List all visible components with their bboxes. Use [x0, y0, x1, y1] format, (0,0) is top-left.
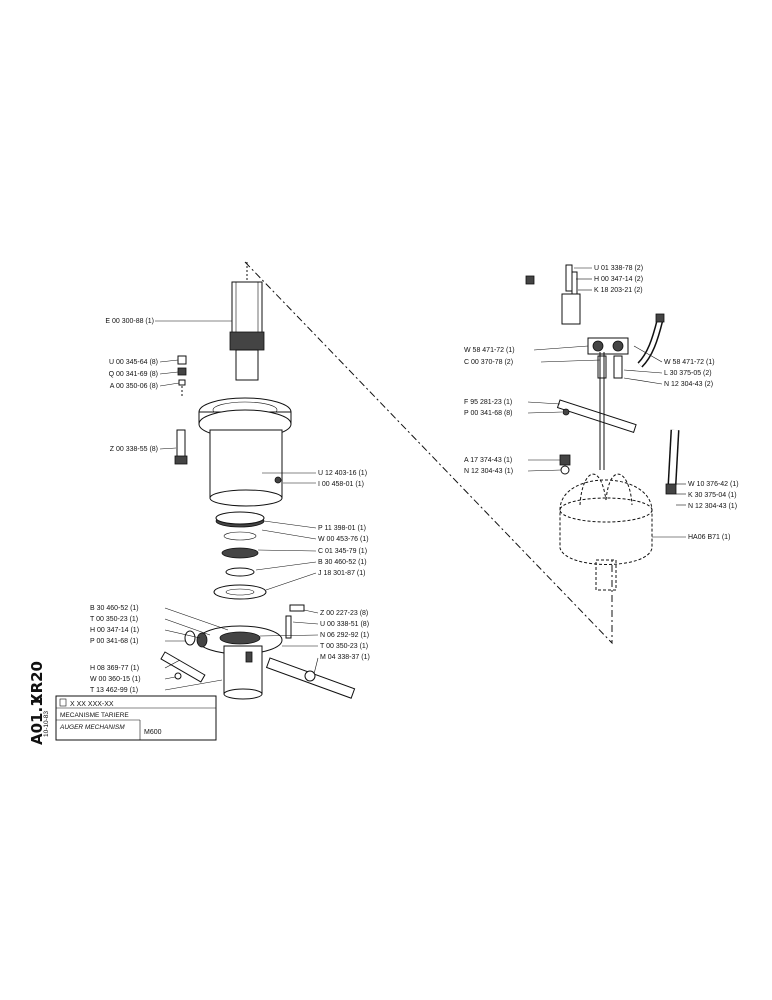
callout-label: W 58 471-72 (1): [464, 347, 515, 354]
callout-label: H 00 347-14 (2): [594, 276, 643, 283]
callout-label: U 00 345-64 (8): [109, 359, 158, 366]
page-reference: A01.1: [28, 696, 46, 745]
callout-label: W 58 471-72 (1): [664, 359, 715, 366]
right-leader-lines: [527, 267, 686, 538]
callout-label: C 01 345-79 (1): [318, 548, 367, 555]
callout-label: P 00 341-68 (8): [464, 410, 513, 417]
part-number: X XX XXX-XX: [70, 701, 114, 708]
callout-label: U 01 338-78 (2): [594, 265, 643, 272]
callout-label: Q 00 341-69 (8): [109, 371, 158, 378]
callout-label: J 18 301-87 (1): [318, 570, 365, 577]
callout-label: I 00 458-01 (1): [318, 481, 364, 488]
dash-dot-connection: [244, 261, 613, 645]
callout-label: W 10 376-42 (1): [688, 481, 739, 488]
left-leader-lines: [155, 320, 319, 691]
title-french: MECANISME TARIERE: [60, 712, 129, 719]
callout-label: H 08 369-77 (1): [90, 665, 139, 672]
title-english: AUGER MECHANISM: [59, 724, 125, 731]
callout-label: T 00 350-23 (1): [90, 616, 138, 623]
callout-label: U 00 338-51 (8): [320, 621, 369, 628]
callout-label: Z 00 227-23 (8): [320, 610, 368, 617]
machine-code: XR20: [28, 661, 46, 705]
auger-shaft-assembly: [160, 262, 356, 700]
callout-label: L 30 375-05 (2): [664, 370, 712, 377]
callout-label: U 12 403-16 (1): [318, 470, 367, 477]
callout-label: C 00 370-78 (2): [464, 359, 513, 366]
model-code: M600: [144, 729, 162, 736]
callout-label: T 00 350-23 (1): [320, 643, 368, 650]
callout-label: B 30 460-52 (1): [90, 605, 139, 612]
callout-label: B 30 460-52 (1): [318, 559, 367, 566]
callout-label: W 00 453-76 (1): [318, 536, 369, 543]
callout-label: W 00 360-15 (1): [90, 676, 141, 683]
hydraulic-assembly: [525, 264, 680, 591]
right-callouts: U 01 338-78 (2) H 00 347-14 (2) K 18 203…: [464, 265, 739, 541]
callout-label: P 11 398-01 (1): [318, 525, 366, 532]
callout-label: HA06 B71 (1): [688, 534, 730, 541]
callout-label: K 18 203-21 (2): [594, 287, 643, 294]
callout-label: N 12 304-43 (1): [688, 503, 737, 510]
callout-label: P 00 341-68 (1): [90, 638, 139, 645]
callout-label: N 12 304-43 (2): [664, 381, 713, 388]
callout-label: N 12 304-43 (1): [464, 468, 513, 475]
issue-date: 10-10-83: [43, 711, 50, 737]
callout-label: F 95 281-23 (1): [464, 399, 512, 406]
title-block: X XX XXX-XX MECANISME TARIERE AUGER MECH…: [28, 661, 217, 745]
left-callouts: E 00 300-88 (1) U 00 345-64 (8) Q 00 341…: [90, 318, 370, 694]
callout-label: T 13 462-99 (1): [90, 687, 138, 694]
callout-label: A 00 350-06 (8): [110, 383, 158, 390]
callout-label: M 04 338-37 (1): [320, 654, 370, 661]
callout-label: A 17 374-43 (1): [464, 457, 512, 464]
callout-label: E 00 300-88 (1): [105, 318, 154, 325]
callout-label: K 30 375-04 (1): [688, 492, 737, 499]
callout-label: H 00 347-14 (1): [90, 627, 139, 634]
callout-label: Z 00 338-55 (8): [110, 446, 158, 453]
callout-label: N 06 292-92 (1): [320, 632, 369, 639]
